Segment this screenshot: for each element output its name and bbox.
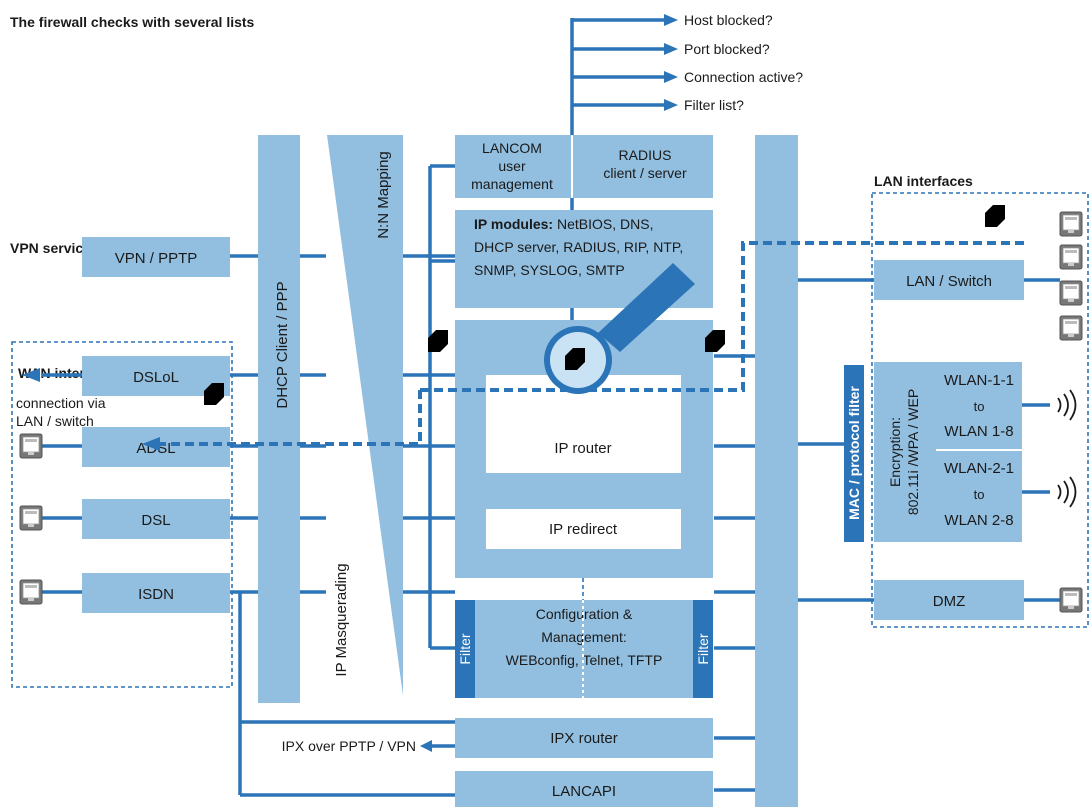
- ethernet-port-icon: [1059, 211, 1083, 237]
- vpn-services-label: VPN services: [10, 240, 99, 256]
- wireless-waves-icon: [1057, 389, 1077, 421]
- lancom-label-2: user: [498, 158, 526, 174]
- check-host-blocked: Host blocked?: [684, 12, 773, 28]
- vpn-pptp-box: [82, 237, 230, 277]
- lancom-label-3: management: [471, 176, 553, 192]
- dmz-label: DMZ: [933, 593, 966, 610]
- lancapi-box: [455, 771, 713, 807]
- lancom-user-management-box: [455, 135, 713, 198]
- lan-interfaces-label: LAN interfaces: [874, 173, 973, 189]
- wlan-2-label-1: WLAN-2-1: [944, 460, 1014, 477]
- magnifier-icon: [544, 263, 695, 394]
- mac-protocol-filter-label: MAC / protocol filter: [846, 386, 862, 520]
- check-port-blocked: Port blocked?: [684, 41, 770, 57]
- wan-interfaces-group: [11, 341, 233, 688]
- filter-left-box: [455, 600, 475, 698]
- ethernet-port-icon: [1059, 315, 1083, 341]
- mac-protocol-filter-bar: [844, 365, 864, 542]
- dmz-box: [874, 580, 1024, 620]
- ethernet-port-icon: [19, 433, 43, 459]
- radius-label-2: client / server: [603, 165, 687, 181]
- diagram-title: The firewall checks with several lists: [10, 14, 255, 30]
- mac-protocol-column: [755, 135, 798, 807]
- ethernet-port-icon: [19, 579, 43, 605]
- ipx-over-pptp-label: IPX over PPTP / VPN: [282, 738, 416, 754]
- wlan-1-label-2: to: [974, 399, 985, 414]
- ethernet-port-icon: [1059, 244, 1083, 270]
- encryption-label-1: Encryption:: [887, 417, 903, 487]
- ip-redirect-label: IP redirect: [549, 521, 618, 538]
- ip-modules-line-1: IP modules: NetBIOS, DNS,: [474, 216, 653, 232]
- ip-modules-line-2: DHCP server, RADIUS, RIP, NTP,: [474, 239, 683, 255]
- dslol-label: DSLoL: [133, 369, 179, 386]
- connection-via-label-1: connection via: [16, 395, 106, 411]
- wlan-1-label-1: WLAN-1-1: [944, 372, 1014, 389]
- check-filter-list: Filter list?: [684, 97, 744, 113]
- dslol-arrow: [22, 368, 40, 382]
- ethernet-port-icon: [1059, 280, 1083, 306]
- ip-redirect-box: [486, 509, 681, 549]
- encryption-box: [874, 362, 936, 542]
- ethernet-port-icon: [19, 505, 43, 531]
- connection-via-label-2: LAN / switch: [16, 413, 94, 429]
- dsl-box: [82, 499, 230, 539]
- vpn-pptp-label: VPN / PPTP: [115, 250, 198, 267]
- ip-modules-line-3: SNMP, SYSLOG, SMTP: [474, 262, 625, 278]
- lancom-label-1: LANCOM: [482, 140, 542, 156]
- lan-interfaces-group: [871, 192, 1089, 628]
- ethernet-port-icon: [1059, 587, 1083, 613]
- lan-switch-label: LAN / Switch: [906, 273, 992, 290]
- dsl-label: DSL: [141, 512, 170, 529]
- isdn-box: [82, 573, 230, 613]
- radius-label-1: RADIUS: [619, 147, 672, 163]
- encryption-label-2: 802.11i /WPA / WEP: [905, 389, 921, 515]
- dslol-box: [82, 356, 230, 396]
- wlan-1-box: [936, 362, 1022, 449]
- ip-router-label: IP router: [554, 440, 611, 457]
- ipx-router-label: IPX router: [550, 730, 618, 747]
- check-connection-active: Connection active?: [684, 69, 803, 85]
- dhcp-client-ppp-label: DHCP Client / PPP: [274, 281, 291, 408]
- ip-masquerading-label: IP Masquerading: [333, 563, 350, 676]
- filter-left-label: Filter: [457, 633, 473, 664]
- filter-right-label: Filter: [695, 633, 711, 664]
- filter-right-box: [693, 600, 713, 698]
- wlan-2-label-3: WLAN 2-8: [944, 512, 1013, 529]
- lancapi-label: LANCAPI: [552, 783, 616, 800]
- isdn-label: ISDN: [138, 586, 174, 603]
- cube-icon: [985, 205, 1005, 227]
- wireless-waves-icon: [1057, 476, 1077, 508]
- config-label-1: Configuration &: [536, 606, 633, 622]
- wlan-2-label-2: to: [974, 487, 985, 502]
- lan-switch-box: [874, 260, 1024, 300]
- wlan-2-box: [936, 451, 1022, 542]
- ipx-router-box: [455, 718, 713, 758]
- wlan-1-label-3: WLAN 1-8: [944, 423, 1013, 440]
- dhcp-client-ppp-column: [258, 135, 300, 703]
- nn-mapping-label: N:N Mapping: [375, 151, 392, 239]
